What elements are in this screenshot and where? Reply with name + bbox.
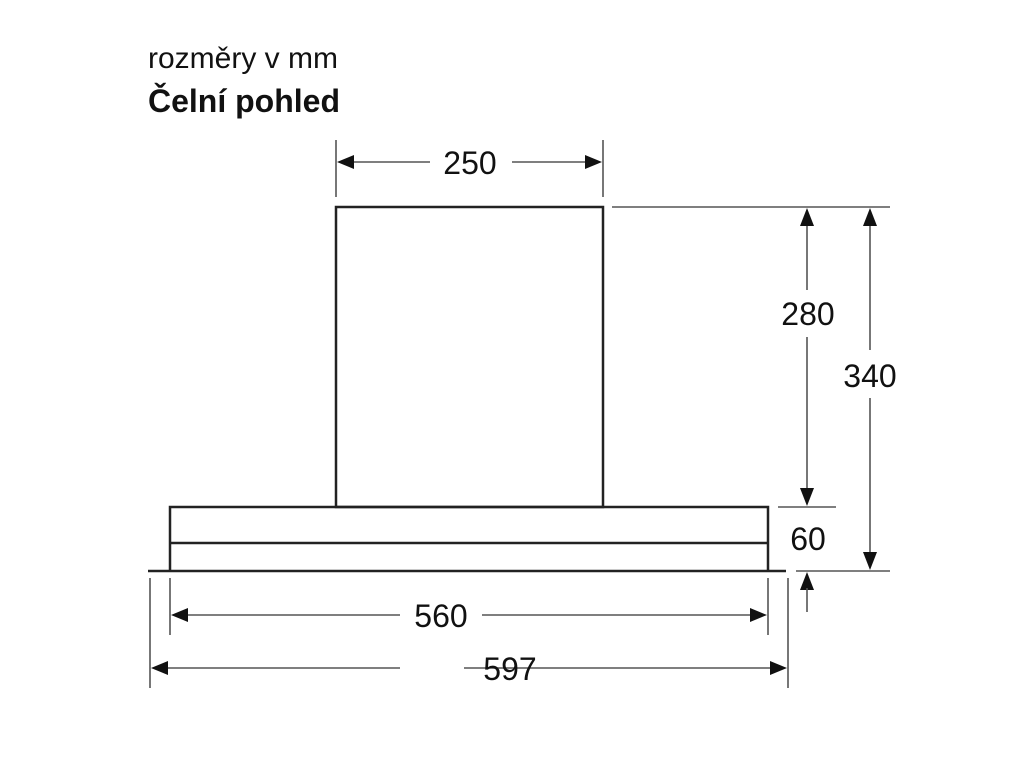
arrow-right-icon (585, 155, 602, 169)
dim-chimney-width: 250 (443, 145, 496, 181)
dim-chimney-height: 280 (781, 296, 834, 332)
arrow-right-icon (770, 661, 787, 675)
arrow-left-icon (151, 661, 168, 675)
dim-total-width: 597 (483, 651, 536, 687)
arrow-right-icon (750, 608, 767, 622)
canopy-outline (168, 505, 770, 571)
arrow-up-icon (863, 208, 877, 226)
arrow-left-icon (171, 608, 188, 622)
arrow-up-icon (800, 208, 814, 226)
arrow-down-icon (863, 552, 877, 570)
dim-inner-width: 560 (414, 598, 467, 634)
units-label: rozměry v mm (148, 42, 338, 75)
chimney-outline (334, 205, 605, 509)
view-title: Čelní pohled (148, 83, 340, 119)
arrow-left-icon (337, 155, 354, 169)
arrow-up-icon (800, 572, 814, 590)
arrow-down-icon (800, 488, 814, 506)
dim-total-height: 340 (843, 358, 896, 394)
dim-canopy-height: 60 (790, 521, 826, 557)
